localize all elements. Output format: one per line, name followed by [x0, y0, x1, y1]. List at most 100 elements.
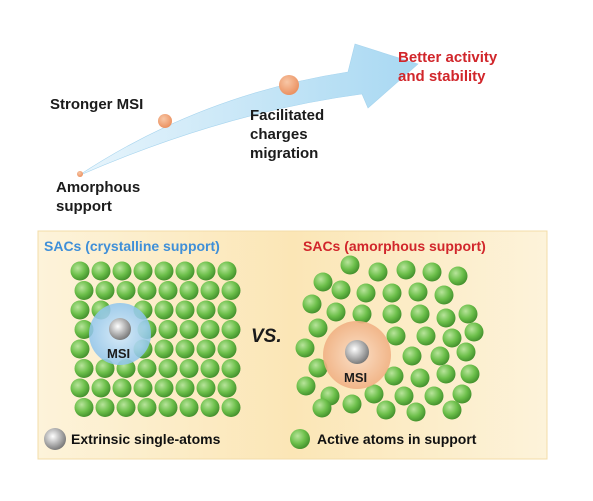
support-atom	[382, 304, 402, 324]
support-atom	[154, 378, 174, 398]
support-atom	[458, 304, 478, 324]
support-atom	[95, 359, 115, 378]
support-atom	[296, 376, 316, 396]
support-atom	[352, 304, 372, 324]
support-atom	[368, 262, 388, 282]
support-atom	[342, 394, 362, 414]
support-atom	[91, 261, 111, 281]
support-atom	[456, 342, 476, 362]
support-atom	[406, 402, 426, 422]
support-atom	[158, 398, 178, 417]
support-atom	[74, 398, 94, 417]
support-atom	[217, 339, 237, 359]
support-atom	[410, 368, 430, 388]
support-atom	[112, 378, 132, 398]
support-atom	[386, 326, 406, 346]
support-atom	[221, 281, 241, 300]
support-atom	[179, 398, 199, 417]
support-atom	[179, 359, 199, 378]
support-atom	[217, 378, 237, 398]
support-atom	[175, 261, 195, 281]
support-atom	[396, 260, 416, 280]
support-atom	[308, 318, 328, 338]
support-atom	[158, 281, 178, 300]
amorphous-title: SACs (amorphous support)	[303, 238, 486, 254]
support-atom	[313, 272, 333, 292]
support-atom	[91, 378, 111, 398]
support-atom	[196, 339, 216, 359]
crystalline-msi-site	[89, 303, 151, 365]
support-atom	[133, 261, 153, 281]
support-atom	[331, 280, 351, 300]
crystalline-title: SACs (crystalline support)	[44, 238, 220, 254]
support-atom	[382, 283, 402, 303]
legend-single-atoms: Extrinsic single-atoms	[71, 431, 221, 447]
support-atom	[308, 358, 328, 378]
support-atom	[200, 398, 220, 417]
support-atom	[221, 359, 241, 378]
support-atom	[196, 300, 216, 320]
single-atom-grey	[345, 340, 369, 364]
amorphous-msi-site	[323, 321, 391, 389]
support-atom	[70, 339, 90, 359]
stage-dot-large	[279, 75, 299, 95]
support-atom	[116, 398, 136, 417]
support-atom	[200, 320, 220, 339]
support-atom	[112, 261, 132, 281]
outcome-label: Better activity and stability	[398, 49, 498, 85]
support-atom	[217, 261, 237, 281]
support-atom	[422, 262, 442, 282]
support-atom	[196, 378, 216, 398]
msi-label-left: MSI	[107, 346, 131, 361]
support-atom	[74, 359, 94, 378]
support-atom	[452, 384, 472, 404]
support-atom	[436, 364, 456, 384]
support-atom	[434, 285, 454, 305]
support-atom	[200, 359, 220, 378]
support-atom	[402, 346, 422, 366]
support-atom	[410, 304, 430, 324]
support-atom	[221, 320, 241, 339]
support-atom	[312, 398, 332, 418]
support-atom	[326, 302, 346, 322]
support-atom	[70, 261, 90, 281]
support-atom	[442, 328, 462, 348]
support-atom	[340, 255, 360, 275]
amorphous-atom-cluster	[295, 255, 484, 422]
support-atom	[137, 359, 157, 378]
support-atom	[416, 326, 436, 346]
support-atom	[74, 320, 94, 339]
support-atom	[408, 282, 428, 302]
support-atom	[158, 359, 178, 378]
stage-dot-small	[77, 171, 83, 177]
msi-label-right: MSI	[344, 370, 368, 385]
support-atom	[460, 364, 480, 384]
support-atom	[175, 378, 195, 398]
support-atom	[175, 339, 195, 359]
crystalline-atom-grid	[70, 261, 241, 417]
support-atom	[384, 366, 404, 386]
support-atom	[424, 386, 444, 406]
stage-label-charges: Facilitated charges migration	[250, 107, 325, 162]
support-atom	[154, 339, 174, 359]
support-atom	[154, 261, 174, 281]
support-atom	[116, 281, 136, 300]
support-atom	[436, 308, 456, 328]
support-atom	[302, 294, 322, 314]
support-atom	[175, 300, 195, 320]
support-atom	[200, 281, 220, 300]
support-atom	[295, 338, 315, 358]
support-atom	[376, 400, 396, 420]
support-atom	[196, 261, 216, 281]
support-atom	[137, 281, 157, 300]
support-atom	[133, 378, 153, 398]
support-atom	[179, 320, 199, 339]
stage-label-amorphous: Amorphous support	[56, 179, 141, 215]
legend-grey-atom-icon	[44, 428, 66, 450]
support-atom	[356, 283, 376, 303]
stage-label-msi: Stronger MSI	[50, 96, 144, 113]
support-atom	[464, 322, 484, 342]
support-atom	[221, 398, 241, 417]
support-atom	[394, 386, 414, 406]
